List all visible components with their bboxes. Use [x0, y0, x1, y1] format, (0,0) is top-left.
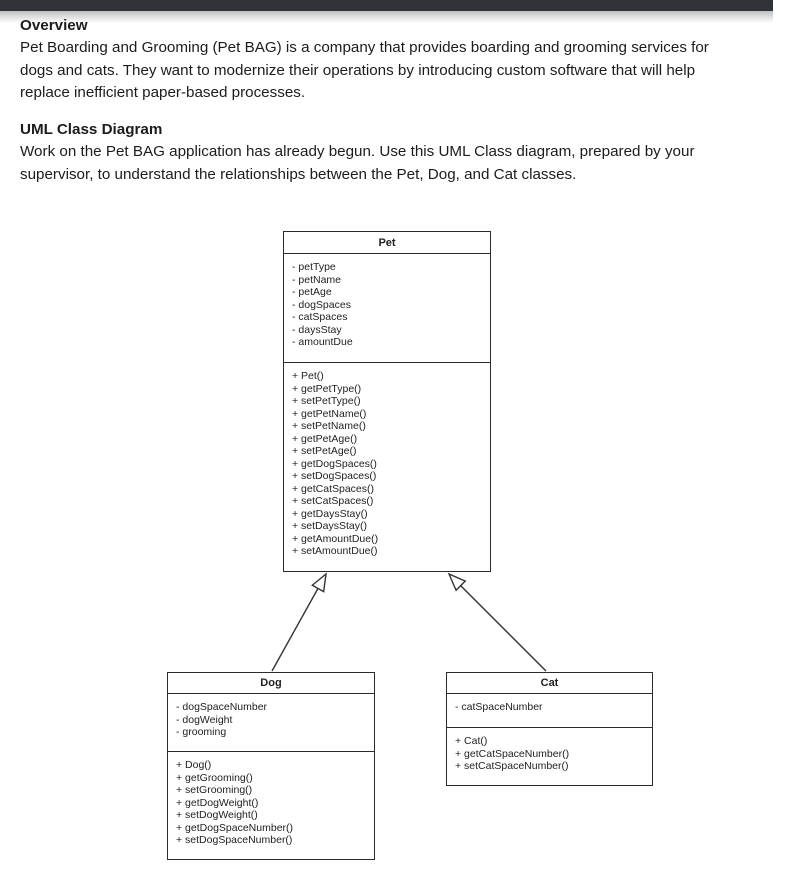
class-method: + setDogSpaces() — [292, 470, 377, 482]
class-method: + Pet() — [292, 370, 324, 382]
class-attribute: - catSpaces — [292, 311, 348, 323]
class-attribute: - petAge — [292, 286, 332, 298]
class-method: + getCatSpaces() — [292, 482, 375, 495]
class-attribute: - daysStay — [292, 323, 342, 336]
class-attributes-dog: - dogSpaceNumber- dogWeight- grooming — [168, 694, 374, 752]
class-attribute: - petType — [292, 261, 336, 273]
uml-paragraph: Work on the Pet BAG application has alre… — [20, 141, 695, 186]
paragraph-line: Work on the Pet BAG application has alre… — [20, 143, 695, 161]
class-method: + getCatSpaceNumber() — [455, 747, 570, 760]
class-method: + setAmountDue() — [292, 545, 378, 557]
class-method: + getPetType() — [292, 382, 362, 395]
class-attribute: - grooming — [176, 726, 227, 738]
class-methods-dog: + Dog()+ getGrooming()+ setGrooming()+ g… — [168, 752, 374, 854]
class-attribute: - amountDue — [292, 336, 353, 348]
class-method: + getDogWeight() — [176, 796, 259, 809]
paragraph-line: dogs and cats. They want to modernize th… — [20, 61, 696, 79]
class-attribute: - petName — [292, 273, 342, 286]
class-method: + getAmountDue() — [292, 532, 379, 545]
class-title-dog: Dog — [168, 673, 374, 694]
class-method: + setDaysStay() — [292, 520, 367, 532]
class-method: + getDaysStay() — [292, 507, 368, 520]
overview-section: Overview Pet Boarding and Grooming (Pet … — [20, 15, 709, 105]
class-attribute: - catSpaceNumber — [455, 701, 543, 713]
class-method: + getDogSpaces() — [292, 457, 377, 470]
uml-class-cat: Cat - catSpaceNumber + Cat()+ getCatSpac… — [446, 672, 653, 786]
class-attribute: - dogSpaceNumber — [176, 701, 268, 713]
class-method: + setDogSpaceNumber() — [176, 834, 293, 846]
class-methods-cat: + Cat()+ getCatSpaceNumber()+ setCatSpac… — [447, 728, 652, 780]
class-methods-pet: + Pet()+ getPetType()+ setPetType()+ get… — [284, 363, 490, 565]
class-method: + setCatSpaces() — [292, 495, 374, 507]
class-method: + getDogSpaceNumber() — [176, 821, 294, 834]
inheritance-arrow-cat-to-pet — [447, 572, 547, 672]
class-method: + setDogWeight() — [176, 809, 258, 821]
class-title-pet: Pet — [284, 232, 490, 254]
overview-heading: Overview — [20, 17, 88, 34]
class-method: + setPetType() — [292, 395, 361, 407]
class-method: + setGrooming() — [176, 784, 253, 796]
class-method: + Cat() — [455, 735, 488, 747]
uml-class-pet: Pet - petType- petName- petAge- dogSpace… — [283, 231, 491, 572]
class-method: + Dog() — [176, 759, 212, 771]
class-attribute: - dogSpaces — [292, 298, 351, 311]
class-method: + getPetAge() — [292, 432, 358, 445]
class-method: + setPetName() — [292, 420, 366, 432]
class-method: + getGrooming() — [176, 771, 253, 784]
class-attribute: - dogWeight — [176, 713, 233, 726]
paragraph-line: Pet Boarding and Grooming (Pet BAG) is a… — [20, 39, 709, 57]
uml-heading: UML Class Diagram — [20, 121, 163, 138]
uml-class-dog: Dog - dogSpaceNumber- dogWeight- groomin… — [167, 672, 375, 860]
class-attributes-cat: - catSpaceNumber — [447, 694, 652, 728]
class-method: + setCatSpaceNumber() — [455, 760, 569, 772]
window-top-bar-shadow — [0, 11, 773, 23]
uml-section: UML Class Diagram Work on the Pet BAG ap… — [20, 119, 695, 186]
class-method: + getPetName() — [292, 407, 367, 420]
paragraph-line: replace inefficient paper-based processe… — [20, 84, 306, 102]
class-attributes-pet: - petType- petName- petAge- dogSpaces- c… — [284, 254, 490, 363]
paragraph-line: supervisor, to understand the relationsh… — [20, 165, 577, 183]
inheritance-arrow-dog-to-pet — [271, 572, 327, 672]
window-top-bar — [0, 0, 773, 11]
class-method: + setPetAge() — [292, 445, 357, 457]
overview-paragraph: Pet Boarding and Grooming (Pet BAG) is a… — [20, 37, 709, 104]
class-title-cat: Cat — [447, 673, 652, 694]
